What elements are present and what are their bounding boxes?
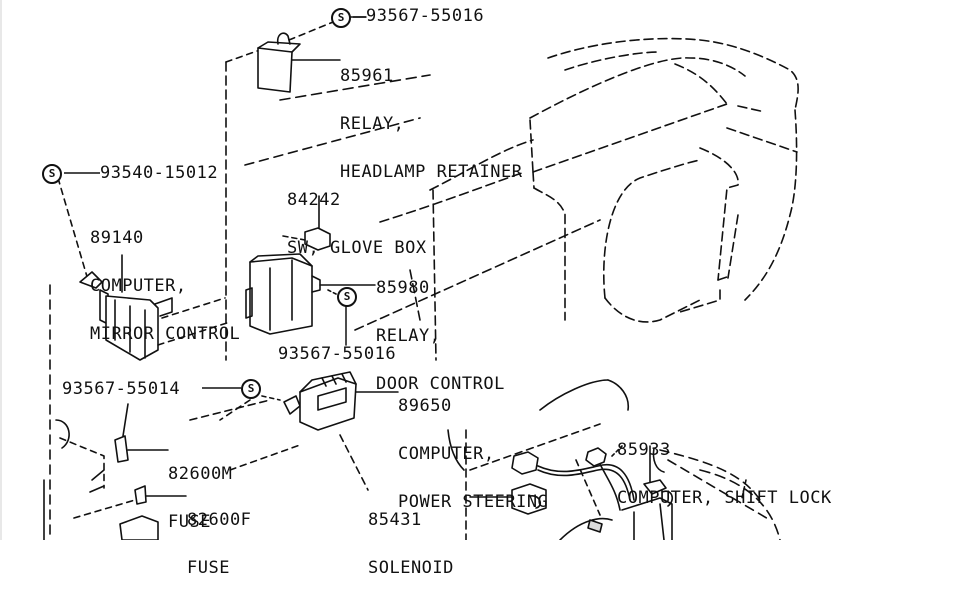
part-name-line: RELAY, <box>376 326 441 346</box>
part-name-line: SW, GLOVE BOX <box>287 238 427 258</box>
solenoid-shape <box>447 423 601 540</box>
part-number: 89650 <box>398 396 452 416</box>
dashboard-outline <box>354 37 799 361</box>
part-name-line: COMPUTER, <box>398 444 495 464</box>
part-number-93567-55014: 93567-55014 <box>62 379 181 399</box>
callout-relay-door-control: 85980 RELAY, DOOR CONTROL <box>376 248 505 424</box>
part-number-93567-55016-top: 93567-55016 <box>366 6 485 26</box>
part-name-line: SOLENOID <box>368 558 454 578</box>
part-number: 85961 <box>340 66 394 86</box>
screw-marker-icon: S <box>241 379 261 399</box>
computer-mirror-control-shape <box>49 177 231 540</box>
callout-switch-glove-box: 84242 SW, GLOVE BOX <box>287 160 427 288</box>
part-name-line: COMPUTER, <box>90 276 187 296</box>
fuse-82600m-shape <box>59 403 301 489</box>
callout-relay-headlamp-retainer: 85961 RELAY, HEADLAMP RETAINER <box>340 36 523 212</box>
part-number: 84242 <box>287 190 341 210</box>
part-name-line: HEADLAMP RETAINER <box>340 162 523 182</box>
screw-marker-icon: S <box>331 8 351 28</box>
part-name-line: POWER STEERING <box>398 492 549 512</box>
screw-marker-icon: S <box>42 164 62 184</box>
page-edge-rule <box>0 0 2 540</box>
callout-computer-mirror-control: 89140 COMPUTER, MIRROR CONTROL <box>90 198 240 374</box>
connector-harness-shape <box>511 379 635 540</box>
screw-marker-icon: S <box>337 287 357 307</box>
marker-leader-lines <box>64 16 366 389</box>
part-number: 82600F <box>187 510 252 530</box>
switch-glove-box-shape <box>282 195 331 251</box>
parts-line-art <box>43 16 799 540</box>
part-name-line: DOOR CONTROL <box>376 374 505 394</box>
relay-headlamp-retainer-shape <box>257 32 301 93</box>
parts-diagram-page: S S S S 93567-55016 85961 RELAY, HEADLAM… <box>0 0 832 577</box>
callout-computer-power-steering: 89650 COMPUTER, POWER STEERING <box>398 366 548 542</box>
part-number: 85431 <box>368 510 422 530</box>
part-name-line: RELAY, <box>340 114 405 134</box>
callout-fuse-82600f: 82600F FUSE <box>187 480 251 608</box>
part-number: 85933 <box>617 440 671 460</box>
callout-computer-shift-lock: 85933 COMPUTER, SHIFT LOCK <box>617 410 832 538</box>
part-number: 82600M <box>168 464 233 484</box>
part-number: 89140 <box>90 228 144 248</box>
part-number-93567-55016-mid: 93567-55016 <box>278 344 397 364</box>
computer-power-steering-shape <box>189 371 399 491</box>
part-number-93540-15012: 93540-15012 <box>100 163 219 183</box>
relay-door-control-shape <box>245 253 376 346</box>
left-panel-outline <box>43 419 105 540</box>
fuse-82600f-shape <box>73 485 187 540</box>
part-name-line: FUSE <box>187 558 230 578</box>
part-name-line: MIRROR CONTROL <box>90 324 241 344</box>
callout-solenoid: 85431 SOLENOID <box>368 480 454 608</box>
callout-fuse-82600m: 82600M FUSE <box>168 434 232 562</box>
computer-shift-lock-shape <box>611 445 781 540</box>
part-name-line: FUSE <box>168 512 211 532</box>
part-number: 85980 <box>376 278 430 298</box>
part-name-line: COMPUTER, SHIFT LOCK <box>617 488 832 508</box>
